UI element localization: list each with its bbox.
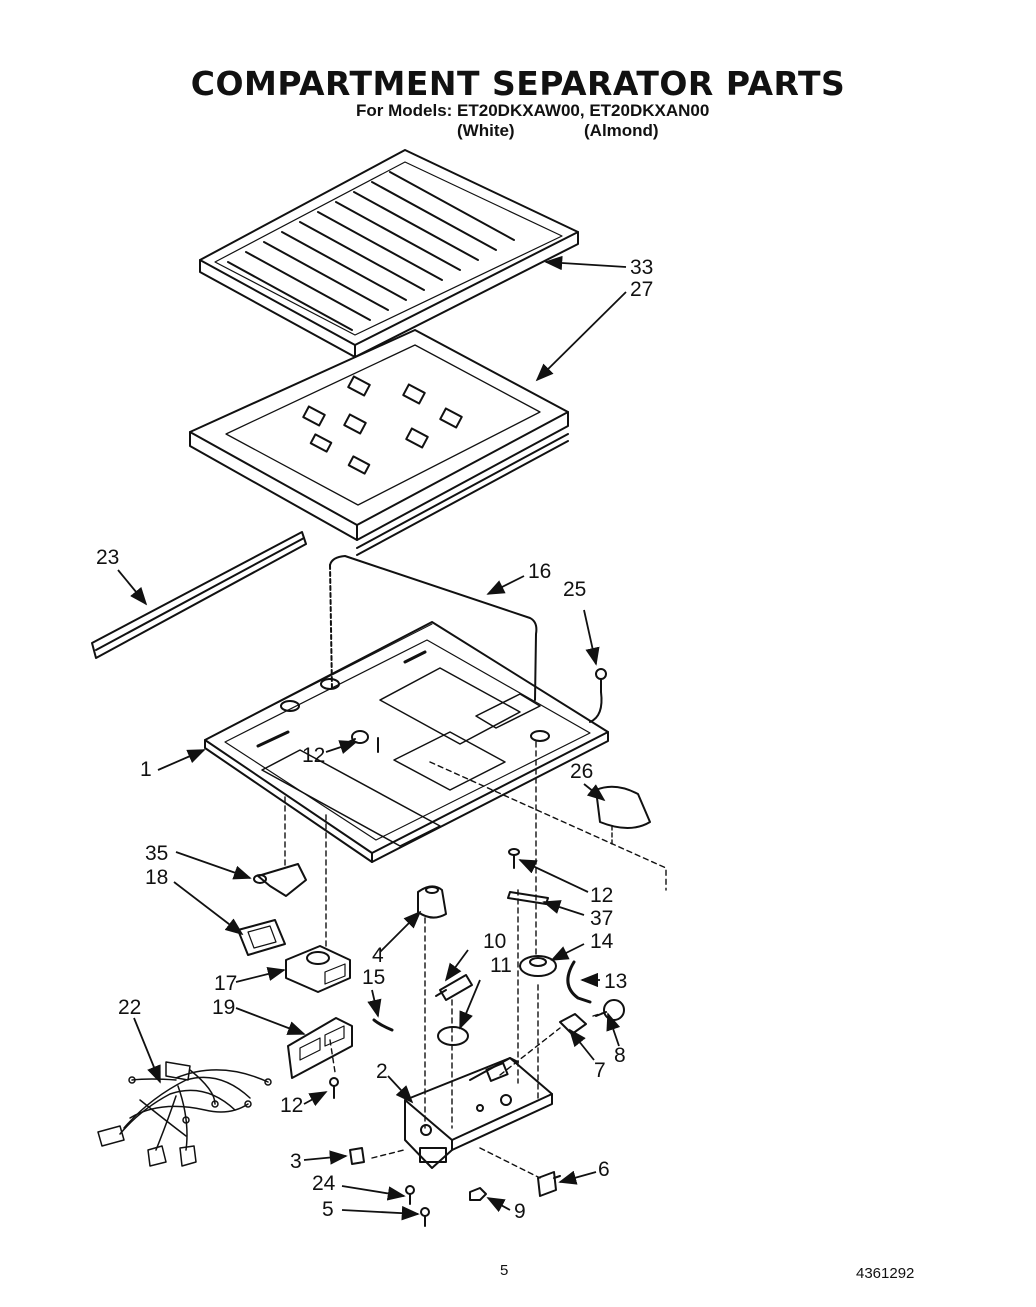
part-12-screw-top — [341, 730, 379, 753]
callout-16: 16 — [528, 560, 551, 583]
callout-14: 14 — [590, 930, 614, 953]
part-22-harness — [97, 1061, 272, 1167]
callout-2: 2 — [376, 1060, 388, 1083]
part-14-knob — [519, 955, 557, 977]
callout-1: 1 — [140, 758, 152, 781]
part-23-trim-strip — [91, 531, 307, 659]
callout-11: 11 — [490, 954, 512, 977]
part-17-housing — [285, 945, 351, 993]
callout-10: 10 — [483, 930, 506, 953]
part-19-bracket — [287, 1017, 353, 1079]
part-15-tube — [372, 1018, 394, 1032]
part-27-frame — [189, 329, 569, 556]
part-25-screw — [589, 668, 607, 723]
callout-3: 3 — [290, 1150, 302, 1173]
part-8-bulb — [595, 999, 625, 1021]
callout-15: 15 — [362, 966, 385, 989]
part-11-disc — [437, 1026, 469, 1046]
part-37-strip — [507, 891, 549, 905]
color-white-label: (White) — [457, 121, 515, 140]
part-12-screw-bottom — [329, 1077, 339, 1099]
callout-35: 35 — [145, 842, 168, 865]
callout-23: 23 — [96, 546, 119, 569]
part-16-wire — [329, 555, 538, 701]
callout-12-bottom: 12 — [280, 1094, 303, 1117]
callout-17: 17 — [214, 972, 237, 995]
callout-25: 25 — [563, 578, 586, 601]
part-2-base — [404, 1057, 553, 1169]
part-4-thermostat — [417, 885, 447, 919]
part-26-cover — [595, 785, 651, 829]
callout-4: 4 — [372, 944, 384, 967]
callout-6: 6 — [598, 1158, 610, 1181]
callout-37: 37 — [590, 907, 613, 930]
part-6-switch — [537, 1171, 561, 1197]
part-13-wire — [566, 960, 592, 1004]
part-7-socket — [559, 1013, 587, 1035]
models-line: For Models: ET20DKXAW00, ET20DKXAN00 — [356, 101, 710, 120]
part-18-bezel — [237, 919, 286, 956]
page-title: COMPARTMENT SEPARATOR PARTS — [190, 64, 846, 103]
callout-9: 9 — [514, 1200, 526, 1223]
part-35-clip — [253, 863, 307, 897]
part-5-screw — [420, 1207, 430, 1227]
part-24-screw — [405, 1185, 415, 1205]
part-1-pan — [204, 621, 609, 863]
document-number: 4361292 — [856, 1265, 915, 1282]
callout-27: 27 — [630, 278, 653, 301]
part-33-cover — [199, 149, 579, 358]
callout-13: 13 — [604, 970, 627, 993]
callout-24: 24 — [312, 1172, 336, 1195]
callout-12-top: 12 — [302, 744, 325, 767]
part-10-sensor — [435, 974, 473, 1001]
part-12-screw-right — [508, 848, 520, 869]
callout-8: 8 — [614, 1044, 626, 1067]
color-almond-label: (Almond) — [584, 121, 659, 140]
callout-33: 33 — [630, 256, 653, 279]
callout-18: 18 — [145, 866, 168, 889]
callout-12-right: 12 — [590, 884, 613, 907]
callout-7: 7 — [594, 1059, 606, 1082]
callout-5: 5 — [322, 1198, 334, 1221]
callout-22: 22 — [118, 996, 141, 1019]
part-9-nut — [469, 1187, 487, 1201]
callout-26: 26 — [570, 760, 593, 783]
callout-19: 19 — [212, 996, 235, 1019]
part-3-clip — [349, 1147, 365, 1165]
page-number: 5 — [500, 1262, 509, 1279]
